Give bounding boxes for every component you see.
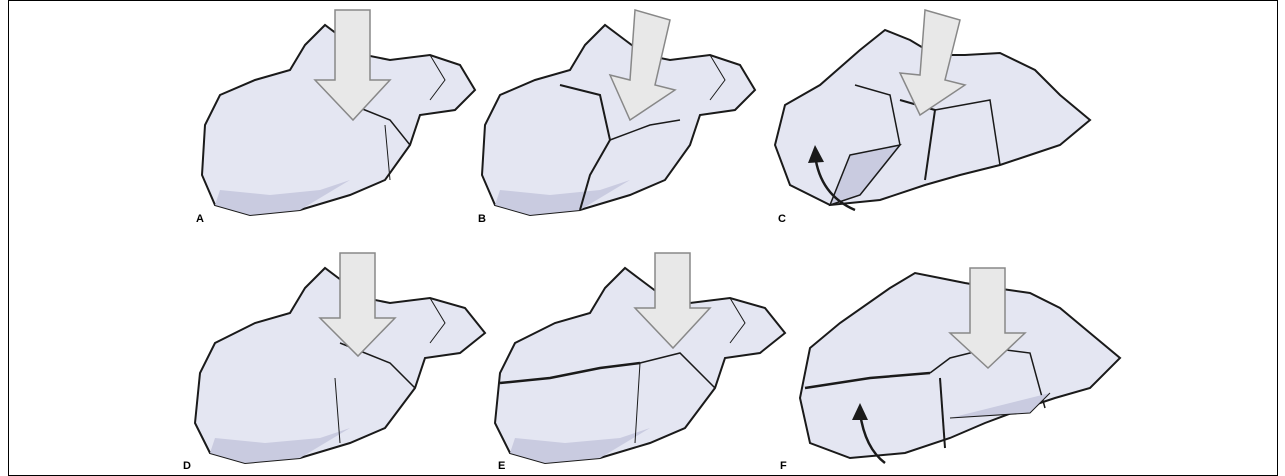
calcaneus-illustration-f	[790, 248, 1170, 468]
panel-label-d: D	[183, 460, 191, 472]
panel-f: F	[790, 248, 1170, 468]
panel-label-a: A	[196, 213, 204, 225]
panel-c: C	[760, 5, 1140, 225]
panel-label-b: B	[478, 213, 486, 225]
panel-label-e: E	[498, 460, 505, 472]
panel-label-f: F	[780, 460, 787, 472]
calcaneus-illustration-c	[760, 5, 1140, 225]
panel-label-c: C	[778, 213, 786, 225]
